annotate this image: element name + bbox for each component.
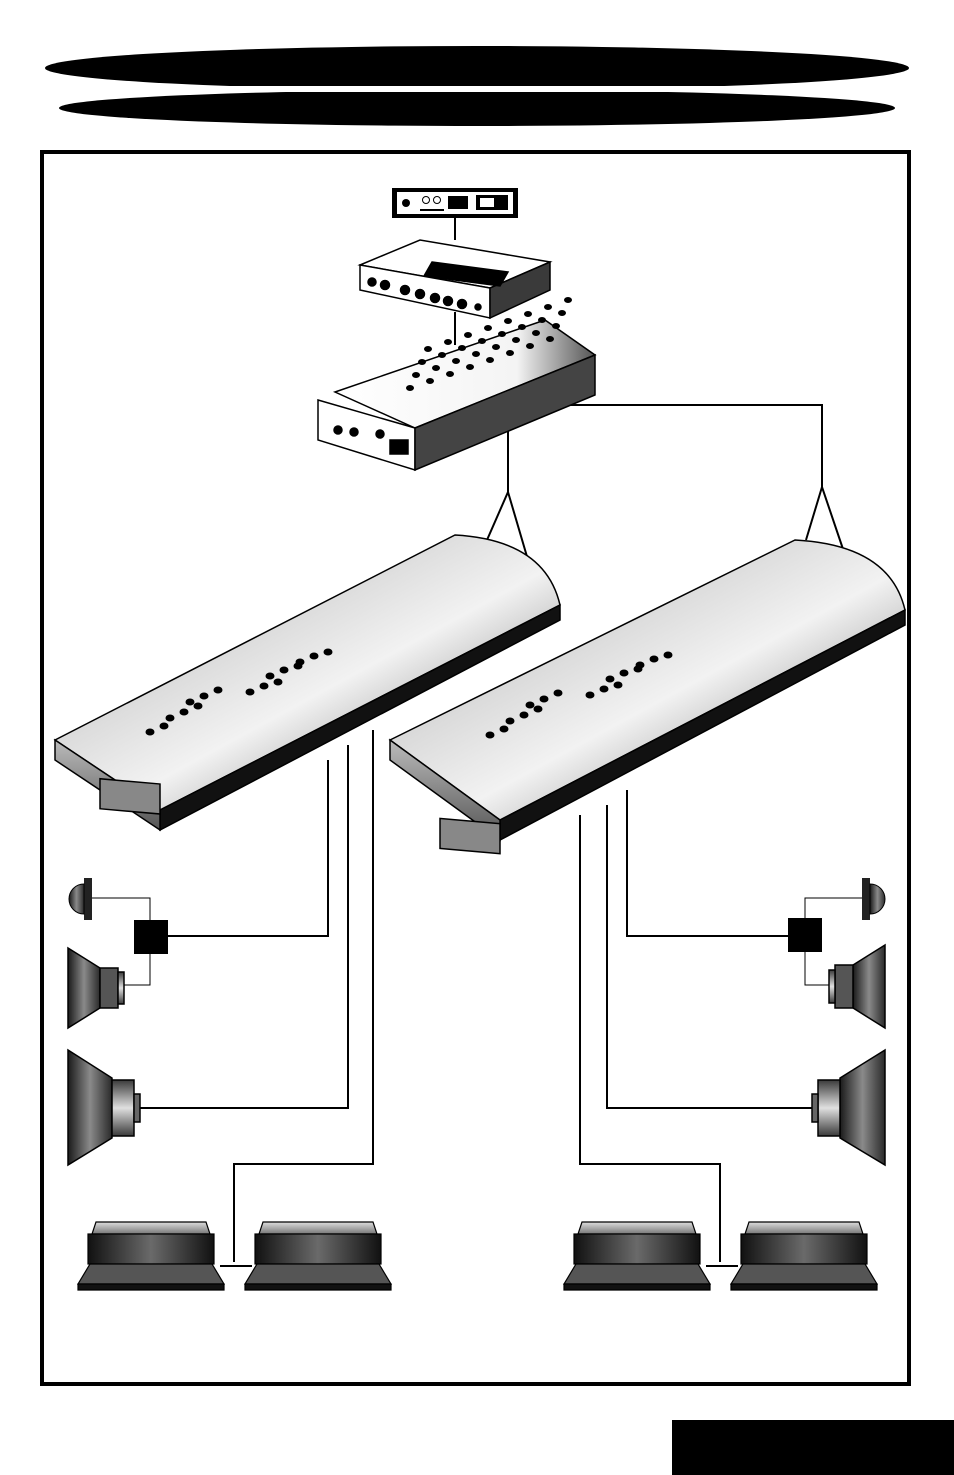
panel-hole	[650, 656, 659, 663]
panel-hole	[458, 345, 466, 351]
panel-hole	[506, 718, 515, 725]
panel-hole	[472, 351, 480, 357]
panel-hole	[512, 337, 520, 343]
panel-hole	[534, 706, 543, 713]
midbass-right	[812, 1050, 885, 1165]
panel-hole	[518, 324, 526, 330]
panel-hole	[524, 311, 532, 317]
panel-hole	[544, 304, 552, 310]
title-banner	[40, 46, 914, 126]
panel-hole	[564, 297, 572, 303]
panel-hole	[166, 715, 175, 722]
panel-hole	[664, 652, 673, 659]
panel-hole	[614, 682, 623, 689]
panel-hole	[214, 687, 223, 694]
subwoofer-left-2	[245, 1222, 391, 1290]
tweeter-right	[862, 878, 885, 920]
panel-hole	[558, 310, 566, 316]
page-tab	[672, 1420, 954, 1475]
passive-crossover-left	[134, 920, 168, 954]
panel-hole	[498, 331, 506, 337]
panel-hole	[634, 666, 643, 673]
panel-hole	[586, 692, 595, 699]
panel-hole	[538, 317, 546, 323]
panel-hole	[532, 330, 540, 336]
panel-hole	[452, 358, 460, 364]
panel-hole	[526, 343, 534, 349]
panel-hole	[506, 350, 514, 356]
panel-hole	[426, 378, 434, 384]
panel-hole	[146, 729, 155, 736]
panel-hole	[200, 693, 209, 700]
panel-hole	[484, 325, 492, 331]
panel-hole	[246, 689, 255, 696]
panel-hole	[444, 339, 452, 345]
panel-hole	[486, 732, 495, 739]
panel-hole	[432, 365, 440, 371]
panel-hole	[260, 683, 269, 690]
panel-hole	[266, 673, 275, 680]
panel-hole	[418, 359, 426, 365]
panel-hole	[194, 703, 203, 710]
panel-hole	[310, 653, 319, 660]
tweeter-left	[69, 878, 92, 920]
panel-hole	[464, 332, 472, 338]
panel-hole	[606, 676, 615, 683]
subwoofer-right-1	[564, 1222, 710, 1290]
panel-hole	[186, 699, 195, 706]
panel-hole	[412, 372, 420, 378]
panel-hole	[424, 346, 432, 352]
panel-hole	[466, 364, 474, 370]
midrange-left	[68, 948, 124, 1028]
panel-hole	[504, 318, 512, 324]
panel-hole	[438, 352, 446, 358]
subwoofer-right-2	[731, 1222, 877, 1290]
panel-hole	[274, 679, 283, 686]
panel-hole	[554, 690, 563, 697]
panel-hole	[294, 663, 303, 670]
panel-hole	[280, 667, 289, 674]
passive-crossover-feeds	[90, 898, 868, 985]
panel-hole	[492, 344, 500, 350]
panel-hole	[406, 385, 414, 391]
panel-hole	[478, 338, 486, 344]
midbass-left	[68, 1050, 140, 1165]
panel-hole	[446, 371, 454, 377]
panel-hole	[600, 686, 609, 693]
panel-hole	[520, 712, 529, 719]
head-unit	[392, 188, 518, 218]
equalizer	[360, 240, 550, 318]
panel-hole	[324, 649, 333, 656]
panel-hole	[540, 696, 549, 703]
passive-crossover-right	[788, 918, 822, 952]
panel-hole	[620, 670, 629, 677]
panel-hole	[160, 723, 169, 730]
panel-hole	[552, 323, 560, 329]
panel-hole	[546, 336, 554, 342]
subwoofer-left-1	[78, 1222, 224, 1290]
panel-hole	[500, 726, 509, 733]
crossover	[318, 320, 595, 470]
panel-hole	[180, 709, 189, 716]
midrange-right	[829, 945, 885, 1028]
panel-hole	[486, 357, 494, 363]
panel-hole	[526, 702, 535, 709]
